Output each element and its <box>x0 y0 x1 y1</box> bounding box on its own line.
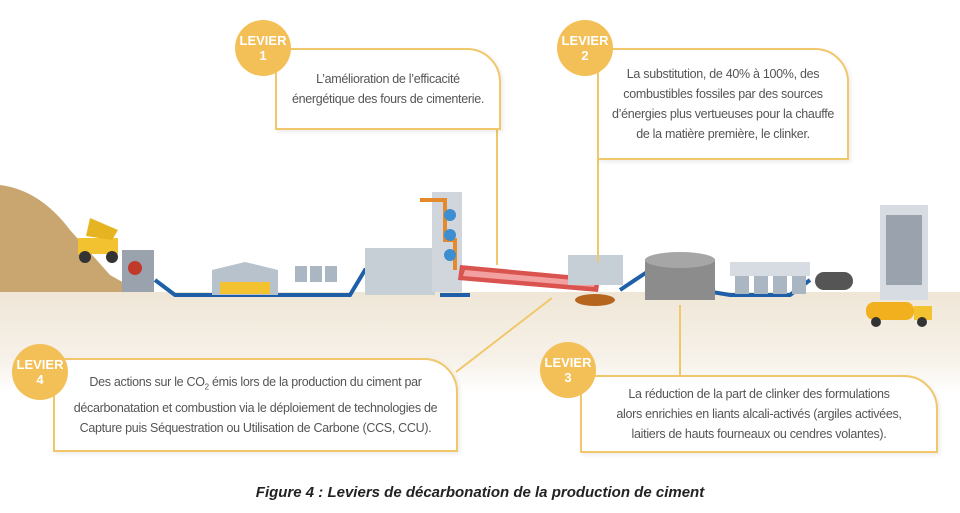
raw-silos <box>295 266 337 282</box>
badge-label: LEVIER <box>544 355 592 370</box>
raw-mill <box>365 248 435 295</box>
badge-number: 3 <box>564 370 572 385</box>
text-part: Des actions sur le CO <box>89 375 205 390</box>
burner-building <box>568 255 623 285</box>
badge-number: 2 <box>581 48 589 63</box>
clinker-storage <box>645 252 715 300</box>
cement-silos <box>730 262 810 294</box>
preheater-tower <box>420 192 462 292</box>
lever-4-box: Des actions sur le CO2 émis lors de la p… <box>53 358 458 452</box>
lever-2-text: combustibles fossiles par des sources <box>623 87 823 101</box>
lever-4-text: décarbonatation et combustion via le dép… <box>73 400 438 415</box>
lever-1-box: L’amélioration de l’efficacité énergétiq… <box>275 48 501 130</box>
cement-mill <box>815 272 853 290</box>
badge-number: 4 <box>36 372 44 387</box>
lever-4-text: Capture puis Séquestration ou Utilisatio… <box>79 420 432 435</box>
lever-3-text: La réduction de la part de clinker des f… <box>628 387 890 401</box>
lever-3-box: La réduction de la part de clinker des f… <box>580 375 938 453</box>
lever-1-text: L’amélioration de l’efficacité <box>316 72 460 86</box>
lever-4-text: Des actions sur le CO2 émis lors de la p… <box>55 372 456 398</box>
lever-2-text: de la matière première, le clinker. <box>636 127 810 141</box>
lever-2-text: La substitution, de 40% à 100%, des <box>626 67 820 81</box>
clinker-pile <box>575 294 615 306</box>
lever-2-box: La substitution, de 40% à 100%, des comb… <box>597 48 849 160</box>
quarry-hill <box>0 185 140 292</box>
figure-caption: Figure 4 : Leviers de décarbonation de l… <box>255 484 705 501</box>
lever-4-badge: LEVIER 4 <box>12 344 68 400</box>
dump-truck-icon <box>78 218 118 263</box>
lever-2-text: d’énergies plus vertueuses pour la chauf… <box>611 107 835 121</box>
lever-3-text: laitiers de hauts fourneaux ou cendres v… <box>631 427 887 441</box>
badge-label: LEVIER <box>561 33 609 48</box>
leader-lines <box>455 130 681 376</box>
badge-number: 1 <box>259 48 267 63</box>
conveyor-line <box>153 268 812 297</box>
packing-tower <box>880 205 928 300</box>
lever-2-badge: LEVIER 2 <box>557 20 613 76</box>
badge-label: LEVIER <box>239 33 287 48</box>
subscript: 2 <box>204 382 209 392</box>
text-part: émis lors de la production du ciment par <box>208 375 422 390</box>
lever-1-text: énergétique des fours de cimenterie. <box>291 92 485 106</box>
lever-3-text: alors enrichies en liants alcali-activés… <box>616 407 902 421</box>
rotary-kiln <box>458 265 600 292</box>
tanker-truck-icon <box>866 302 932 327</box>
storage-hall <box>212 262 278 295</box>
lever-3-badge: LEVIER 3 <box>540 342 596 398</box>
lever-1-badge: LEVIER 1 <box>235 20 291 76</box>
badge-label: LEVIER <box>16 357 64 372</box>
